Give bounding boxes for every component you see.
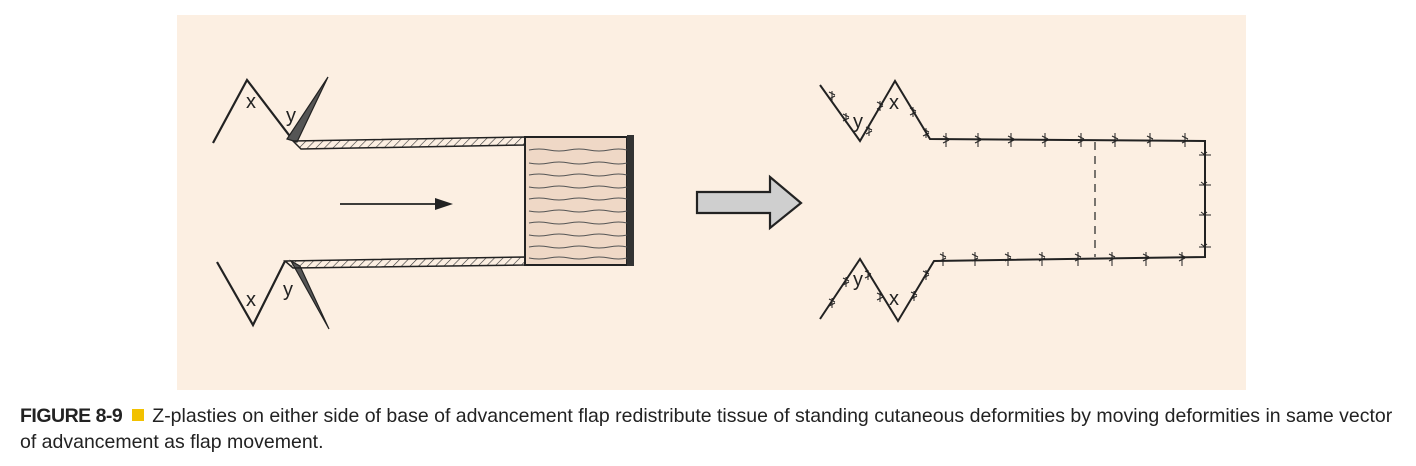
- sutures-bottom: [828, 252, 1186, 308]
- flap-lower-border: [283, 256, 526, 269]
- left-bottom-label-y: y: [283, 279, 293, 301]
- flap-tissue-block: [524, 136, 628, 266]
- right-top-label-x: x: [889, 92, 899, 114]
- left-diagram: x y x y: [212, 76, 634, 330]
- caption-text: Z-plasties on either side of base of adv…: [20, 405, 1393, 453]
- left-top-label-x: x: [246, 91, 256, 113]
- flap-tissue-edge: [627, 135, 634, 266]
- right-bottom-label-x: x: [889, 288, 899, 310]
- left-bottom-z-plasty: x y: [216, 259, 330, 330]
- left-top-z-plasty: x y: [212, 76, 329, 144]
- right-bottom-incision: [819, 169, 1206, 323]
- flap-upper-border: [291, 136, 526, 150]
- left-bottom-label-x: x: [246, 289, 256, 311]
- flap-tissue-texture: [528, 148, 628, 260]
- sutures-top: [828, 91, 1189, 147]
- advancement-direction-arrow: [340, 198, 453, 210]
- z-plasty-diagram: x y x y: [212, 76, 1211, 330]
- sutures-right: [1199, 151, 1211, 248]
- figure-panel: x y x y: [177, 15, 1246, 390]
- right-top-incision: [819, 79, 1206, 169]
- right-top-label-y: y: [853, 111, 863, 133]
- left-top-label-y: y: [286, 105, 296, 127]
- figure-number-label: FIGURE 8-9: [20, 405, 123, 427]
- right-bottom-label-y: y: [853, 269, 863, 291]
- right-diagram: [819, 79, 1211, 323]
- transition-arrow: [695, 174, 803, 231]
- caption-marker-square: [132, 409, 145, 421]
